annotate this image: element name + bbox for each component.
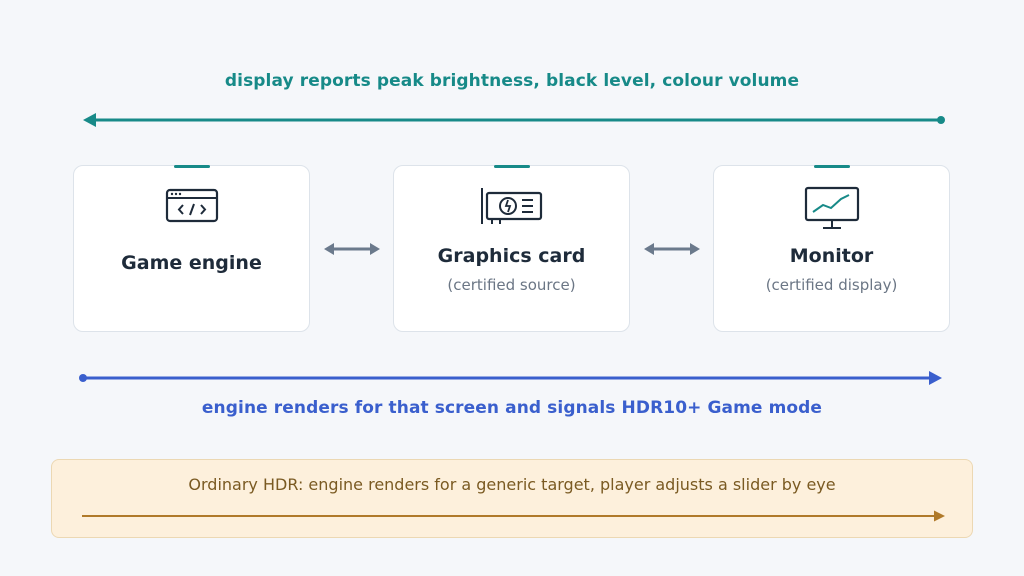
gpu-monitor-connector <box>644 243 700 255</box>
note-text: Ordinary HDR: engine renders for a gener… <box>188 475 836 494</box>
engine-gpu-connector <box>324 243 380 255</box>
node-subtitle: (certified display) <box>765 276 898 294</box>
bottom-caption: engine renders for that screen and signa… <box>201 398 823 418</box>
note-arrow <box>82 510 945 522</box>
monitor-node: Monitor (certified display) <box>713 165 950 332</box>
top-caption: display reports peak brightness, black l… <box>224 71 800 91</box>
node-title: Game engine <box>121 252 262 274</box>
node-accent-tab <box>173 165 210 168</box>
graphics-card-node: Graphics card (certified source) <box>393 165 630 332</box>
bottom-render-arrow <box>79 371 942 385</box>
ordinary-hdr-note: Ordinary HDR: engine renders for a gener… <box>51 459 973 538</box>
game-engine-node: Game engine <box>73 165 310 332</box>
graphics-card-icon <box>480 186 544 232</box>
node-title: Graphics card <box>437 245 586 267</box>
monitor-chart-icon <box>803 186 861 234</box>
node-title: Monitor <box>789 245 874 267</box>
node-subtitle: (certified source) <box>447 276 576 294</box>
code-window-icon <box>165 186 219 228</box>
top-feedback-arrow <box>83 113 945 127</box>
node-accent-tab <box>493 165 530 168</box>
node-accent-tab <box>813 165 850 168</box>
